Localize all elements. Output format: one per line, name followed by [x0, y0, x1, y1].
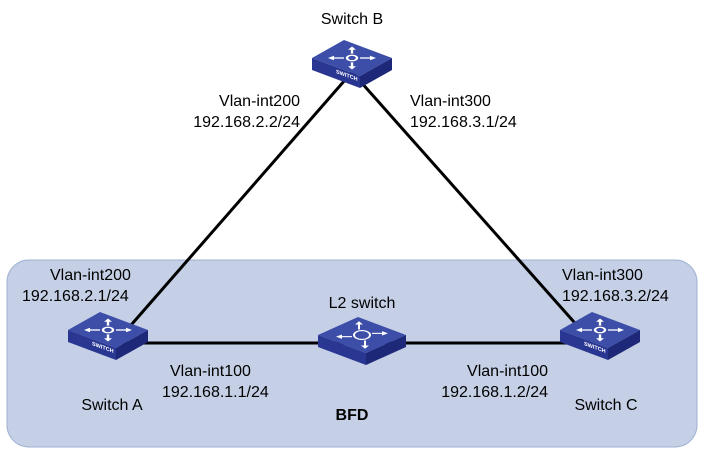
iface-b-a-ip: 192.168.2.2/24 — [193, 114, 300, 131]
switch-b-icon — [310, 38, 394, 90]
iface-a-b-ip: 192.168.2.1/24 — [22, 288, 129, 305]
iface-a-l2-ip: 192.168.1.1/24 — [162, 384, 269, 401]
iface-c-l2-ip: 192.168.1.2/24 — [441, 384, 548, 401]
iface-c-b-ip: 192.168.3.2/24 — [562, 288, 669, 305]
iface-b-a-name: Vlan-int200 — [219, 93, 300, 110]
iface-a-b-name: Vlan-int200 — [50, 267, 131, 284]
switch-b-name: Switch B — [320, 11, 384, 28]
switch-a-name: Switch A — [81, 397, 143, 414]
bfd-label: BFD — [335, 407, 369, 424]
link-b-a — [116, 71, 354, 341]
iface-b-c-name: Vlan-int300 — [410, 93, 491, 110]
link-b-c — [350, 71, 592, 341]
iface-c-l2-name: Vlan-int100 — [467, 363, 548, 380]
l2-switch-name: L2 switch — [328, 295, 396, 312]
switch-c-name: Switch C — [574, 397, 638, 414]
iface-b-c-ip: 192.168.3.1/24 — [410, 114, 517, 131]
iface-a-l2-name: Vlan-int100 — [170, 363, 251, 380]
iface-c-b-name: Vlan-int300 — [562, 267, 643, 284]
